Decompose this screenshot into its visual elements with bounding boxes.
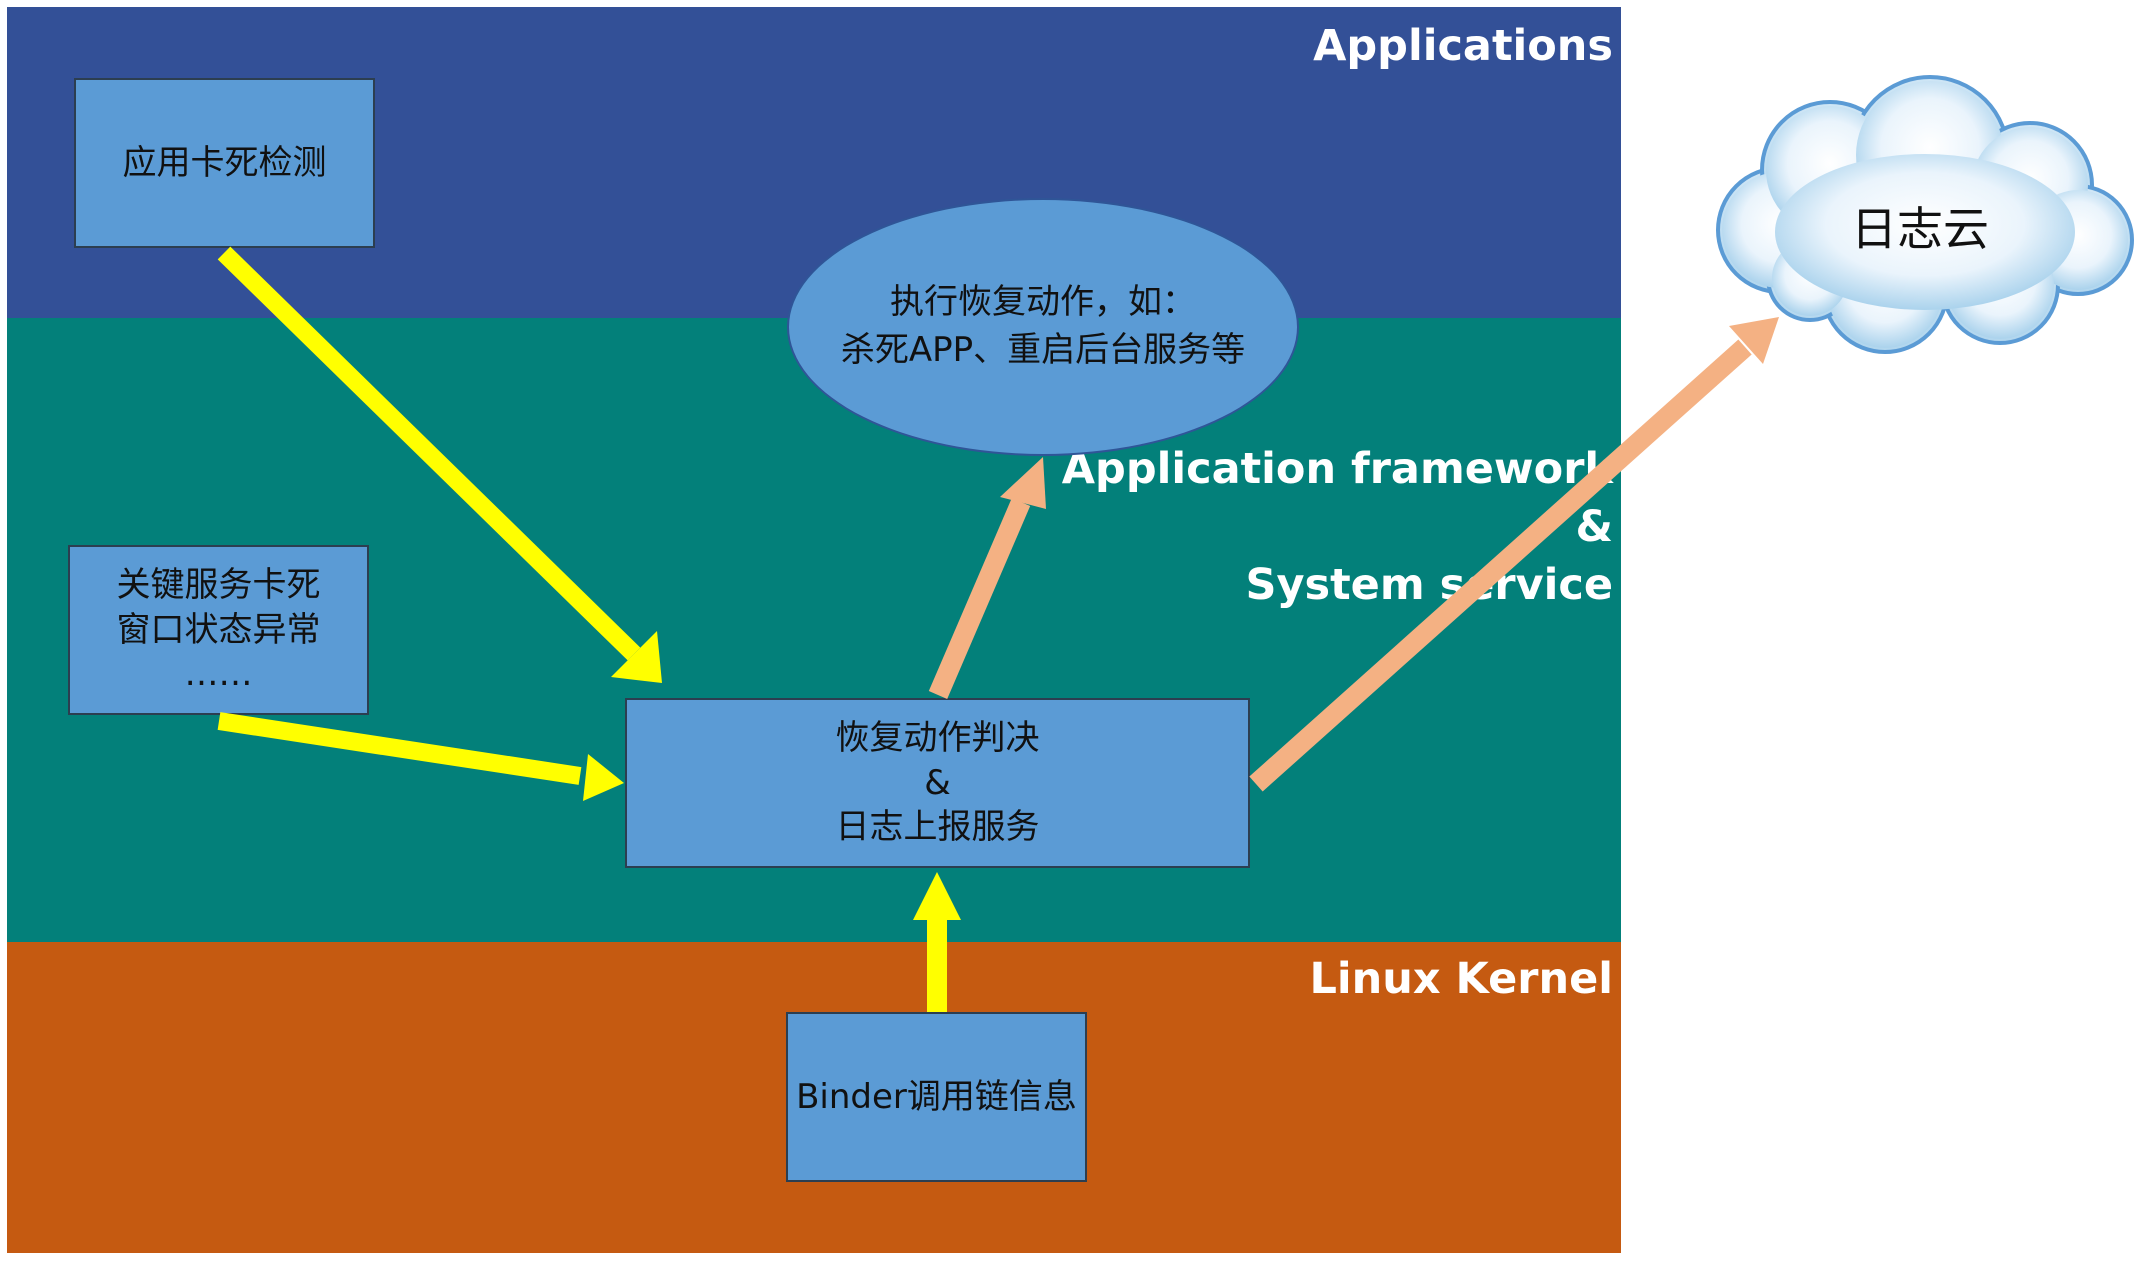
app-freeze-detect-node: 应用卡死检测 [74, 78, 375, 248]
log-cloud-icon [1716, 75, 2134, 354]
log-cloud-label: 日志云 [1851, 202, 1989, 256]
critical-service-node: 关键服务卡死 窗口状态异常 …… [68, 545, 369, 715]
binder-info-node: Binder调用链信息 [786, 1012, 1087, 1182]
decision-service-node: 恢复动作判决 & 日志上报服务 [625, 698, 1250, 868]
applications-layer-title: Applications [1313, 21, 1613, 71]
framework-layer-title: Application framework & System service [1061, 444, 1613, 611]
kernel-layer-title: Linux Kernel [1309, 954, 1613, 1004]
recovery-action-node: 执行恢复动作，如： 杀死APP、重启后台服务等 [787, 198, 1299, 456]
